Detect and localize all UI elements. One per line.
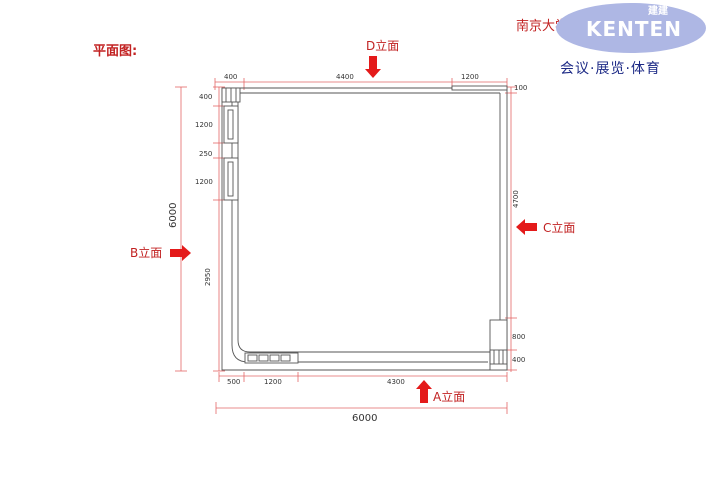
dim-left-3: 250 — [199, 150, 212, 158]
arrow-left-icon — [516, 219, 537, 235]
dim-right-top: 100 — [514, 84, 527, 92]
dim-bottom-2: 1200 — [264, 378, 282, 386]
dim-overall-bottom: 6000 — [352, 413, 377, 424]
dim-top-mid: 4400 — [336, 73, 354, 81]
dim-left-2: 1200 — [195, 121, 213, 129]
logo-brand: KENTEN — [586, 17, 682, 41]
dim-right-low1: 800 — [512, 333, 525, 341]
dim-top-right: 1200 — [461, 73, 479, 81]
arrow-up-icon — [416, 380, 432, 403]
dim-left-4: 1200 — [195, 178, 213, 186]
dim-bottom-1: 500 — [227, 378, 240, 386]
plan-label: 平面图: — [93, 44, 137, 59]
elevation-c: C立面 — [516, 219, 575, 235]
dim-left-1: 400 — [199, 93, 212, 101]
elevation-a-label: A立面 — [433, 389, 465, 404]
logo-ellipse — [556, 3, 706, 53]
elevation-b: B立面 — [130, 245, 191, 261]
arrow-right-icon — [170, 245, 191, 261]
elevation-c-label: C立面 — [543, 220, 575, 235]
dim-right-mid: 4700 — [512, 190, 520, 208]
arrow-down-icon — [365, 56, 381, 78]
elevation-d: D立面 — [365, 38, 399, 78]
dim-right-low2: 400 — [512, 356, 525, 364]
dim-top-left: 400 — [224, 73, 237, 81]
elevation-b-label: B立面 — [130, 245, 162, 260]
logo-top-text: 建建 — [647, 4, 669, 17]
dim-overall-left: 6000 — [168, 203, 179, 228]
booth-walls — [221, 85, 508, 371]
dim-bottom-3: 4300 — [387, 378, 405, 386]
dim-left-5: 2950 — [204, 268, 212, 286]
elevation-d-label: D立面 — [366, 38, 399, 53]
logo-tagline: 会议·展览·体育 — [560, 61, 661, 77]
elevation-a: A立面 — [416, 380, 465, 404]
kenten-logo: 建建 KENTEN 会议·展览·体育 — [556, 3, 706, 77]
